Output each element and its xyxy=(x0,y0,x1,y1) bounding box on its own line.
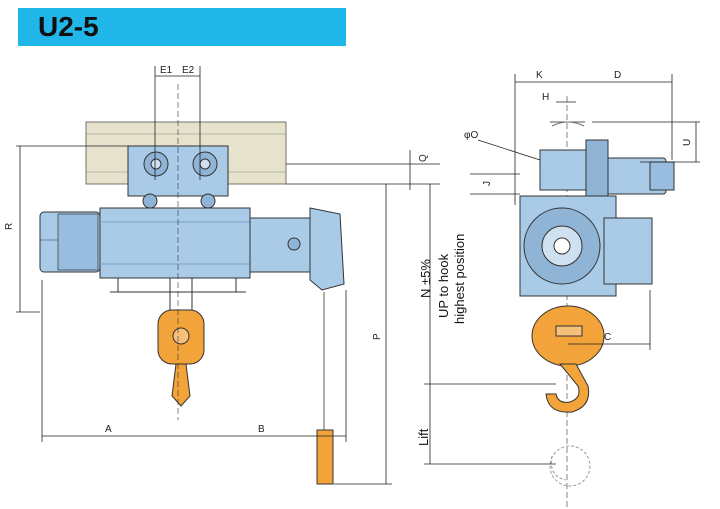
label-b: B xyxy=(258,424,265,435)
label-r: R xyxy=(4,223,15,230)
label-u: U xyxy=(682,139,693,146)
label-h: H xyxy=(542,92,549,103)
page-title: U2-5 xyxy=(38,11,99,42)
label-up-line2: highest position xyxy=(452,234,467,324)
label-up-line1: UP to hook xyxy=(436,253,451,318)
label-lift: Lift xyxy=(416,428,431,446)
label-e1: E1 xyxy=(160,65,173,76)
label-n: N ±5% xyxy=(418,259,433,298)
control-box xyxy=(309,207,345,291)
label-phi-o: φO xyxy=(464,130,478,141)
pendant-control xyxy=(316,429,334,485)
gearbox xyxy=(249,217,321,273)
title-banner: U2-5 xyxy=(18,8,346,46)
motor-box xyxy=(603,217,653,285)
hook-side xyxy=(545,363,590,413)
label-a: A xyxy=(105,424,112,435)
label-e2: E2 xyxy=(182,65,195,76)
drum-body xyxy=(99,207,251,279)
label-d: D xyxy=(614,70,621,81)
label-c: C xyxy=(604,332,611,343)
label-q: Q xyxy=(418,154,429,162)
hook-left xyxy=(171,363,191,407)
label-p: P xyxy=(372,333,383,340)
label-k: K xyxy=(536,70,543,81)
label-j: J xyxy=(482,181,493,186)
